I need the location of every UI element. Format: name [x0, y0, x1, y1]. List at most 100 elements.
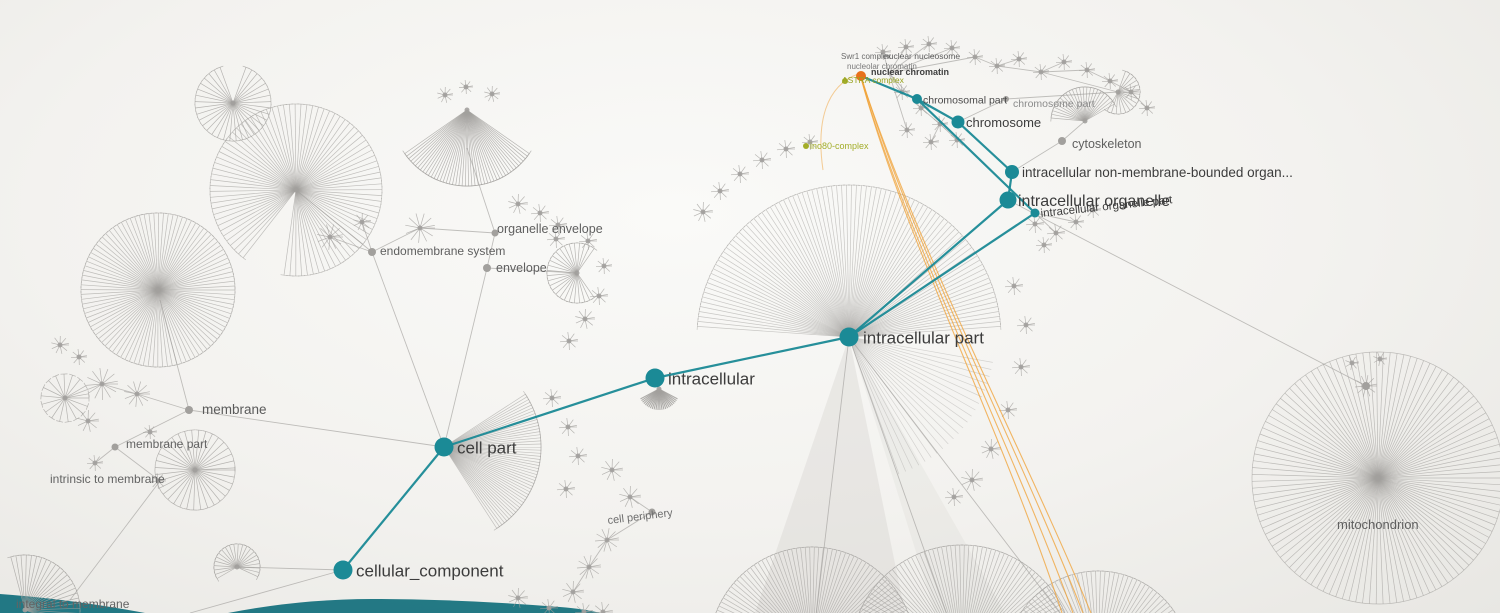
graph-node-small[interactable]	[368, 248, 376, 256]
cluster-hub-node[interactable]	[1005, 407, 1011, 413]
cluster-hub-node[interactable]	[489, 91, 495, 97]
go-term-cluster[interactable]	[710, 182, 729, 201]
go-term-cluster[interactable]	[1345, 356, 1359, 370]
go-term-cluster[interactable]	[594, 528, 619, 552]
go-term-cluster[interactable]	[458, 80, 473, 95]
cluster-hub-node[interactable]	[1011, 283, 1017, 289]
graph-node-small[interactable]	[803, 143, 809, 149]
go-term-node-chromosome[interactable]	[951, 115, 965, 129]
cluster-hub-node[interactable]	[600, 609, 606, 613]
go-term-cluster[interactable]	[1084, 202, 1101, 219]
go-term-cluster[interactable]	[1251, 351, 1500, 605]
graph-node-small[interactable]	[1058, 137, 1066, 145]
term-label[interactable]: envelope	[496, 261, 547, 275]
go-term-cluster[interactable]	[998, 401, 1017, 420]
go-term-cluster[interactable]	[1025, 215, 1044, 234]
go-term-cluster[interactable]	[595, 258, 612, 275]
cluster-hub-node[interactable]	[515, 595, 521, 601]
node-label[interactable]: chromosome	[966, 115, 1041, 130]
go-term-cluster[interactable]	[922, 134, 939, 151]
node-label[interactable]: cell part	[457, 439, 517, 458]
go-term-node-chromosomal-part[interactable]	[912, 94, 922, 104]
cluster-hub-node[interactable]	[759, 157, 765, 163]
cluster-hub-node[interactable]	[596, 293, 602, 299]
go-term-cluster[interactable]	[542, 389, 561, 408]
go-term-cluster[interactable]	[1035, 237, 1052, 254]
term-label[interactable]: nucleolar chromatin	[847, 62, 917, 71]
cluster-hub-node[interactable]	[717, 188, 723, 194]
go-term-cluster[interactable]	[213, 543, 261, 582]
go-term-cluster[interactable]	[575, 308, 595, 329]
go-term-cluster[interactable]	[850, 544, 1074, 613]
cluster-hub-node[interactable]	[147, 429, 153, 435]
go-term-cluster[interactable]	[402, 107, 532, 187]
cluster-hub-node[interactable]	[807, 139, 813, 145]
go-term-cluster[interactable]	[70, 349, 87, 366]
go-term-cluster[interactable]	[943, 40, 960, 57]
go-term-cluster[interactable]	[981, 438, 1001, 459]
cluster-hub-node[interactable]	[1041, 242, 1047, 248]
graph-node-small[interactable]	[185, 406, 193, 414]
go-term-cluster[interactable]	[484, 85, 500, 102]
go-term-cluster[interactable]	[353, 212, 371, 231]
go-term-cluster[interactable]	[558, 418, 577, 437]
go-term-cluster[interactable]	[574, 603, 593, 613]
term-label[interactable]: cytoskeleton	[1072, 137, 1142, 151]
term-label[interactable]: mitochondrion	[1337, 517, 1419, 532]
graph-node-small[interactable]	[111, 443, 119, 451]
go-term-cluster[interactable]	[80, 212, 236, 368]
cluster-hub-node[interactable]	[515, 201, 521, 207]
term-label[interactable]: organelle envelope	[497, 222, 603, 236]
go-term-cluster[interactable]	[589, 287, 608, 306]
go-term-cluster[interactable]	[592, 602, 613, 613]
cluster-hub-node[interactable]	[565, 424, 571, 430]
cluster-hub-node[interactable]	[1090, 207, 1096, 213]
term-label[interactable]: membrane	[202, 402, 267, 417]
go-term-cluster[interactable]	[874, 44, 891, 61]
node-label[interactable]: intracellular part	[863, 329, 984, 348]
cluster-hub-node[interactable]	[546, 605, 552, 611]
term-label[interactable]: nuclear nucleosome	[884, 51, 960, 61]
cluster-hub-node[interactable]	[1349, 360, 1355, 366]
go-term-cluster[interactable]	[568, 447, 587, 466]
cluster-hub-node[interactable]	[553, 236, 559, 242]
go-term-node-cellular-component[interactable]	[333, 560, 353, 580]
cluster-hub-node[interactable]	[155, 287, 161, 293]
node-label[interactable]: cellular_component	[356, 562, 504, 581]
cluster-hub-node[interactable]	[1018, 364, 1024, 370]
cluster-hub-node[interactable]	[57, 342, 63, 348]
go-term-cluster[interactable]	[441, 391, 542, 531]
cluster-hub-node[interactable]	[1375, 475, 1381, 481]
go-term-cluster[interactable]	[40, 373, 90, 423]
go-term-cluster[interactable]	[77, 409, 99, 432]
cluster-hub-node[interactable]	[537, 210, 543, 216]
term-label[interactable]: integral to membrane	[16, 597, 130, 611]
cluster-hub-node[interactable]	[549, 395, 555, 401]
go-term-cluster[interactable]	[1103, 69, 1141, 115]
go-term-cluster[interactable]	[801, 134, 818, 151]
go-term-cluster[interactable]	[693, 201, 713, 222]
cluster-hub-node[interactable]	[601, 263, 607, 269]
cluster-hub-node[interactable]	[585, 238, 591, 244]
term-label[interactable]: chromosome part	[1013, 98, 1095, 110]
go-term-cluster[interactable]	[86, 368, 118, 401]
go-term-cluster[interactable]	[548, 216, 567, 235]
go-term-cluster[interactable]	[730, 165, 749, 184]
go-term-cluster[interactable]	[51, 335, 69, 354]
term-label[interactable]: membrane part	[126, 437, 208, 451]
cluster-hub-node[interactable]	[76, 354, 82, 360]
go-term-cluster[interactable]	[640, 386, 678, 411]
go-term-cluster[interactable]	[86, 455, 103, 472]
cluster-hub-node[interactable]	[988, 446, 994, 452]
go-term-cluster[interactable]	[1050, 86, 1117, 124]
go-term-node-cell-part[interactable]	[434, 437, 454, 457]
cluster-hub-node[interactable]	[463, 84, 469, 90]
term-label[interactable]: intrinsic to membrane	[50, 472, 165, 486]
go-term-cluster[interactable]	[546, 230, 565, 249]
go-term-node-intracellular-organelle[interactable]	[999, 191, 1017, 209]
cluster-hub-node[interactable]	[969, 477, 975, 483]
go-term-cluster[interactable]	[578, 232, 597, 251]
cluster-hub-node[interactable]	[581, 609, 587, 613]
